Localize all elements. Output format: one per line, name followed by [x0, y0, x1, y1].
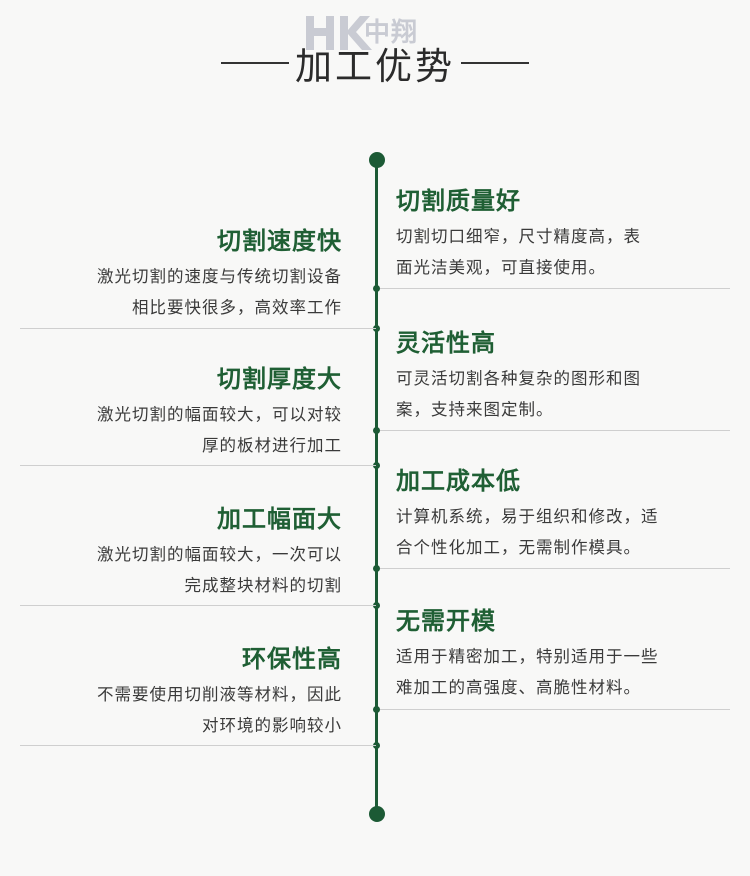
timeline-dot: [373, 565, 380, 572]
section-heading: 加工优势: [210, 38, 540, 88]
desc-line: 难加工的高强度、高脆性材料。: [396, 678, 641, 697]
brand-watermark: 中翔: [300, 6, 460, 56]
timeline-dot: [373, 462, 380, 469]
timeline-dot: [373, 325, 380, 332]
desc-line: 相比要快很多，高效率工作: [132, 298, 342, 317]
hk-logo-icon: [306, 16, 372, 50]
desc-line: 适用于精密加工，特别适用于一些: [396, 647, 659, 666]
advantage-title: 加工幅面大: [217, 505, 342, 533]
title-right-rule: [461, 62, 529, 64]
advantage-card-left: 环保性高 不需要使用切削液等材料，因此 对环境的影响较小: [20, 644, 342, 741]
advantage-card-left: 切割厚度大 激光切割的幅面较大，可以对较 厚的板材进行加工: [20, 364, 342, 461]
advantage-desc: 切割切口细窄，尺寸精度高，表 面光洁美观，可直接使用。: [396, 221, 726, 283]
timeline-axis: [375, 160, 378, 813]
timeline-dot: [373, 602, 380, 609]
advantage-card-right: 灵活性高 可灵活切割各种复杂的图形和图 案，支持来图定制。: [396, 328, 726, 425]
advantage-title: 环保性高: [242, 645, 342, 673]
advantage-card-left: 切割速度快 激光切割的速度与传统切割设备 相比要快很多，高效率工作: [20, 226, 342, 323]
desc-line: 完成整块材料的切割: [184, 576, 342, 595]
advantage-desc: 激光切割的速度与传统切割设备 相比要快很多，高效率工作: [20, 261, 342, 323]
desc-line: 不需要使用切削液等材料，因此: [97, 685, 342, 704]
advantage-title: 切割速度快: [217, 227, 342, 255]
left-divider: [20, 328, 376, 329]
advantage-desc: 激光切割的幅面较大，一次可以 完成整块材料的切割: [20, 539, 342, 601]
advantage-desc: 适用于精密加工，特别适用于一些 难加工的高强度、高脆性材料。: [396, 641, 726, 703]
timeline-dot: [373, 742, 380, 749]
desc-line: 面光洁美观，可直接使用。: [396, 258, 606, 277]
advantage-desc: 不需要使用切削液等材料，因此 对环境的影响较小: [20, 679, 342, 741]
desc-line: 激光切割的幅面较大，可以对较: [97, 405, 342, 424]
left-divider: [20, 745, 376, 746]
advantage-desc: 计算机系统，易于组织和修改，适 合个性化加工，无需制作模具。: [396, 501, 726, 563]
desc-line: 厚的板材进行加工: [202, 436, 342, 455]
desc-line: 激光切割的速度与传统切割设备: [97, 267, 342, 286]
desc-line: 激光切割的幅面较大，一次可以: [97, 545, 342, 564]
right-divider: [380, 709, 730, 710]
page-title: 加工优势: [295, 45, 455, 88]
title-left-rule: [221, 62, 289, 64]
right-divider: [380, 430, 730, 431]
timeline-dot: [373, 285, 380, 292]
desc-line: 案，支持来图定制。: [396, 400, 554, 419]
advantage-title: 切割厚度大: [217, 365, 342, 393]
timeline-start-dot: [368, 152, 385, 168]
desc-line: 计算机系统，易于组织和修改，适: [396, 507, 659, 526]
advantage-title: 灵活性高: [396, 329, 496, 357]
advantage-card-left: 加工幅面大 激光切割的幅面较大，一次可以 完成整块材料的切割: [20, 504, 342, 601]
desc-line: 对环境的影响较小: [202, 716, 342, 735]
advantage-desc: 激光切割的幅面较大，可以对较 厚的板材进行加工: [20, 399, 342, 461]
advantage-card-right: 无需开模 适用于精密加工，特别适用于一些 难加工的高强度、高脆性材料。: [396, 606, 726, 703]
desc-line: 切割切口细窄，尺寸精度高，表: [396, 227, 641, 246]
logo-text: 中翔: [364, 18, 419, 48]
advantage-title: 切割质量好: [396, 187, 521, 215]
right-divider: [380, 568, 730, 569]
advantage-card-right: 加工成本低 计算机系统，易于组织和修改，适 合个性化加工，无需制作模具。: [396, 466, 726, 563]
advantage-title: 加工成本低: [396, 467, 521, 495]
timeline-dot: [373, 706, 380, 713]
advantage-desc: 可灵活切割各种复杂的图形和图 案，支持来图定制。: [396, 363, 726, 425]
timeline-dot: [373, 427, 380, 434]
timeline-end-dot: [368, 806, 385, 822]
desc-line: 合个性化加工，无需制作模具。: [396, 538, 641, 557]
right-divider: [380, 288, 730, 289]
advantage-title: 无需开模: [396, 607, 496, 635]
advantage-card-right: 切割质量好 切割切口细窄，尺寸精度高，表 面光洁美观，可直接使用。: [396, 186, 726, 283]
left-divider: [20, 465, 376, 466]
left-divider: [20, 605, 376, 606]
desc-line: 可灵活切割各种复杂的图形和图: [396, 369, 641, 388]
